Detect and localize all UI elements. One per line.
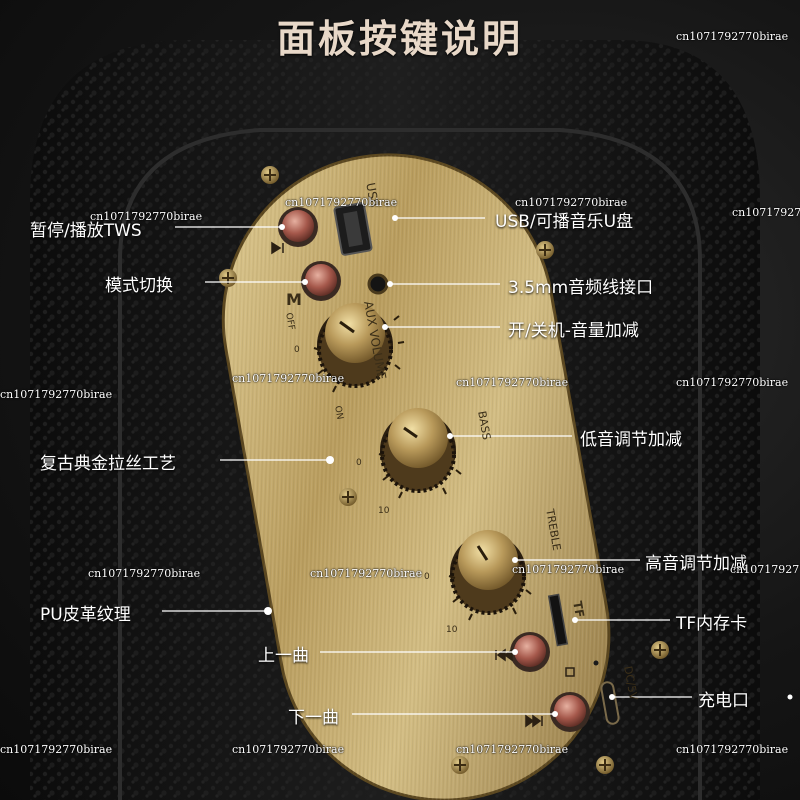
treble-knob[interactable]: [450, 530, 526, 615]
label-power-volume: 开/关机-音量加减: [508, 321, 639, 341]
label-prev-track: 上一曲: [258, 646, 309, 666]
watermark: cn1071792770birae: [732, 206, 800, 219]
watermark: cn1071792770birae: [456, 376, 569, 389]
label-aux: 3.5mm音频线接口: [508, 278, 654, 298]
engraved-volume-zero: 0: [294, 345, 300, 355]
label-usb: USB/可播音乐U盘: [495, 212, 634, 232]
label-treble: 高音调节加减: [645, 554, 747, 574]
watermark: cn1071792770birae: [512, 563, 625, 576]
watermark: cn1071792770birae: [456, 743, 569, 756]
watermark: cn1071792770birae: [515, 196, 628, 209]
engraved-tf: TF: [570, 600, 587, 619]
watermark: cn1071792770birae: [730, 563, 800, 576]
engraved-bass-zero: 0: [356, 458, 362, 468]
label-charging: 充电口: [698, 691, 749, 711]
label-mode-switch: 模式切换: [105, 276, 173, 296]
charging-port-icon: [600, 681, 620, 725]
bass-knob[interactable]: [380, 408, 456, 493]
label-tf-card: TF内存卡: [676, 614, 748, 634]
tf-card-slot-icon: [547, 593, 569, 647]
page-title: 面板按键说明: [276, 17, 523, 61]
label-pause-play: 暂停/播放TWS: [30, 221, 142, 241]
callout-lines: [162, 217, 692, 715]
label-retro-gold: 复古典金拉丝工艺: [40, 454, 176, 474]
callout-dots: [264, 215, 793, 717]
watermark: cn1071792770birae: [232, 743, 345, 756]
previous-track-button[interactable]: [495, 632, 550, 672]
watermark: cn1071792770birae: [90, 210, 203, 223]
watermark: cn1071792770birae: [88, 567, 201, 580]
label-pu-leather: PU皮革纹理: [40, 605, 131, 625]
engraved-on: ON: [332, 405, 345, 421]
play-pause-button[interactable]: [271, 207, 318, 255]
engraved-bass-ten: 10: [378, 506, 390, 516]
next-track-button[interactable]: [525, 692, 590, 732]
usb-port-icon: [333, 202, 373, 256]
watermark: cn1071792770birae: [310, 567, 423, 580]
engraved-treble-ten: 10: [446, 625, 458, 635]
engraved-m: M: [286, 290, 302, 309]
watermark: cn1071792770birae: [0, 388, 113, 401]
watermark: cn1071792770birae: [676, 30, 789, 43]
mode-button[interactable]: [301, 261, 341, 301]
label-bass: 低音调节加减: [580, 430, 682, 450]
watermark: cn1071792770birae: [676, 376, 789, 389]
volume-knob[interactable]: [317, 303, 393, 388]
watermark: cn1071792770birae: [285, 196, 398, 209]
aux-jack-icon: [367, 273, 389, 295]
watermark: cn1071792770birae: [232, 372, 345, 385]
watermark: cn1071792770birae: [676, 743, 789, 756]
watermark: cn1071792770birae: [0, 743, 113, 756]
label-next-track: 下一曲: [288, 708, 339, 728]
engraved-treble-zero: 0: [424, 572, 430, 582]
